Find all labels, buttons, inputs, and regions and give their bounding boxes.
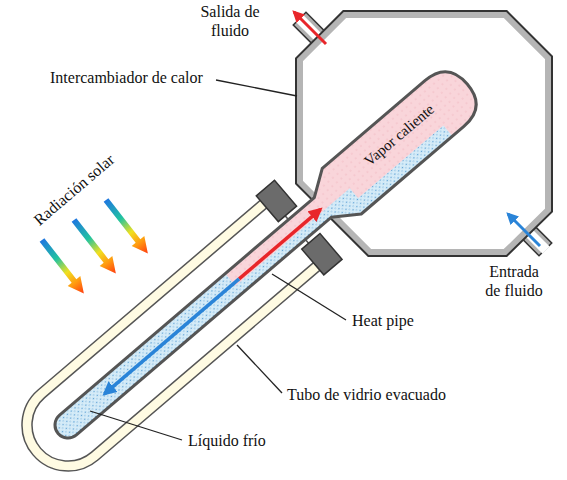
part-label: Salida de fluido — [198, 2, 262, 40]
part-label: Tubo de vidrio evacuado — [287, 385, 446, 404]
part-label: Heat pipe — [352, 311, 414, 330]
part-label: Intercambiador de calor — [50, 68, 203, 87]
outlet-arrow — [294, 12, 326, 44]
liquid-flow-arrow — [104, 279, 239, 394]
inlet-arrow — [508, 214, 540, 246]
vapor-flow-arrow — [239, 209, 320, 278]
part-label: Radiación solar — [30, 150, 118, 230]
part-label: Entrada de fluido — [482, 262, 546, 300]
part-label: Vapor caliente — [360, 100, 437, 170]
part-label: Líquido frío — [188, 431, 266, 450]
heat-pipe — [27, 44, 507, 471]
